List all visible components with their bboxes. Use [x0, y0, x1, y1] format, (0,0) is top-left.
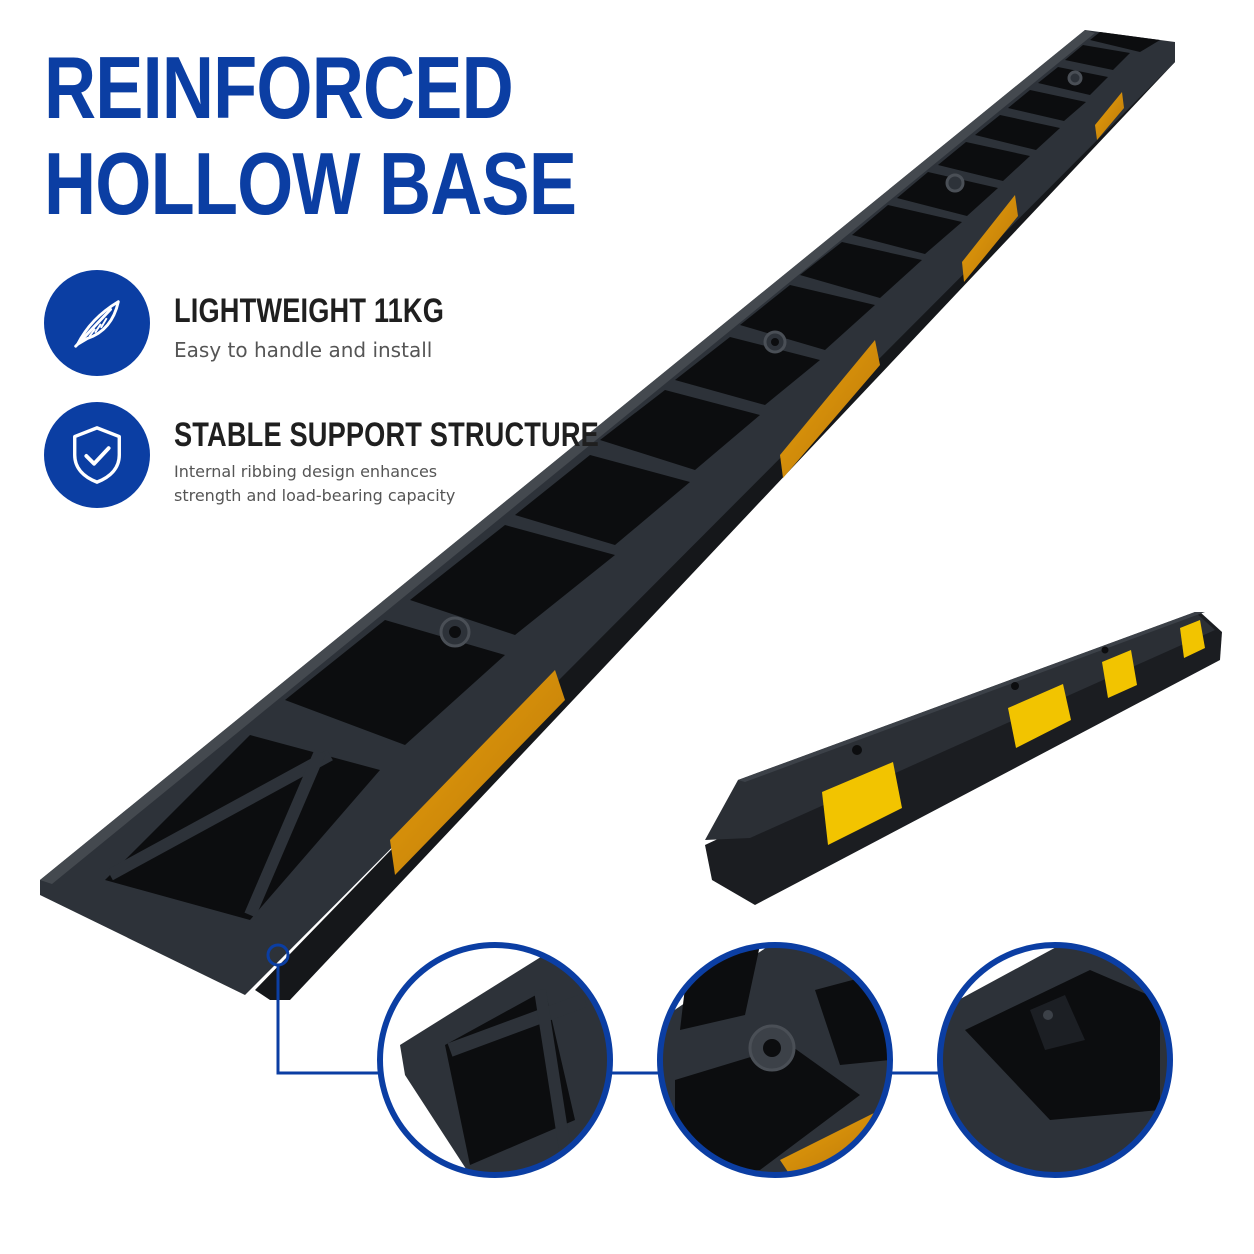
title-line-1: REINFORCED: [44, 38, 514, 137]
feature-description: Easy to handle and install: [174, 338, 433, 362]
feature-title: STABLE SUPPORT STRUCTURE: [174, 416, 599, 454]
detail-connector: [266, 943, 940, 1075]
feature-description-line-2: strength and load-bearing capacity: [174, 486, 456, 505]
shield-check-icon: [44, 402, 150, 508]
side-reflector-strips: [390, 92, 1124, 875]
stopper-reflectors: [822, 620, 1205, 845]
feather-icon: [44, 270, 150, 376]
feature-title: LIGHTWEIGHT 11KG: [174, 292, 445, 330]
detail-zoom-mounting-hole: [657, 942, 893, 1178]
title-line-2: HOLLOW BASE: [44, 134, 577, 233]
car-stopper-top-view: [705, 612, 1222, 905]
feature-description-line-1: Internal ribbing design enhances: [174, 462, 438, 481]
detail-zoom-corner: [377, 942, 613, 1178]
detail-zoom-hollow-cell: [937, 942, 1173, 1178]
page-title: REINFORCED HOLLOW BASE: [44, 38, 577, 233]
hollow-base-bar: [40, 30, 1175, 1000]
